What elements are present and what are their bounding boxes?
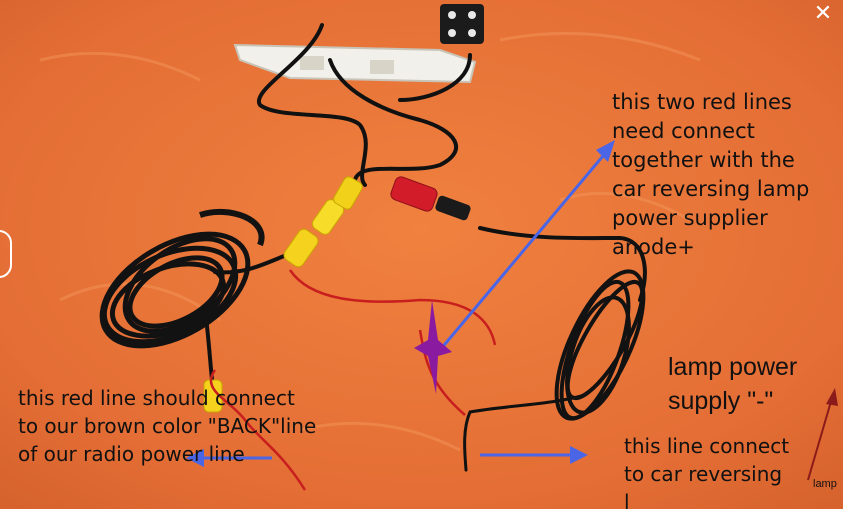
note-line: of our radio power line (18, 442, 245, 466)
blue-arrow-right (480, 446, 588, 464)
note-line: l (624, 490, 630, 514)
note-line: anode+ (612, 235, 695, 259)
note-line: together with the (612, 148, 795, 172)
red-rca-connector (390, 176, 471, 221)
black-cables (203, 23, 647, 472)
note-line: need connect (612, 119, 755, 143)
note-line: to our brown color "BACK"line (18, 414, 317, 438)
purple-star-arrow (414, 300, 452, 394)
dark-red-arrow (807, 388, 838, 481)
note-line: this red line should connect (18, 386, 295, 410)
note-line: car reversing lamp (612, 177, 810, 201)
blue-arrow-to-red-lines (438, 140, 615, 351)
note-lamp-small: lamp (813, 478, 837, 490)
blue-arrow-left (186, 449, 272, 467)
note-line: supply "-" (668, 387, 774, 415)
note-line: lamp power (668, 353, 798, 381)
note-red-lines: this two red lines need connect together… (612, 88, 809, 262)
note-back-line: this red line should connect to our brow… (18, 384, 316, 468)
coiled-cable-left (99, 208, 265, 349)
note-reversing: this line connect to car reversing l (624, 432, 789, 516)
note-line: this two red lines (612, 90, 792, 114)
note-line: power supplier (612, 206, 768, 230)
note-line: this line connect (624, 434, 790, 458)
gallery-prev-control[interactable] (0, 230, 12, 278)
yellow-rca-connectors (203, 176, 363, 413)
camera-mount-plate (233, 43, 477, 84)
close-icon[interactable]: ✕ (813, 1, 833, 26)
note-line: to car reversing (624, 462, 783, 486)
camera-body (440, 4, 484, 44)
red-wires (209, 269, 497, 491)
coiled-cable-right (554, 269, 646, 421)
note-lamp-minus: lamp power supply "-" (668, 350, 797, 418)
